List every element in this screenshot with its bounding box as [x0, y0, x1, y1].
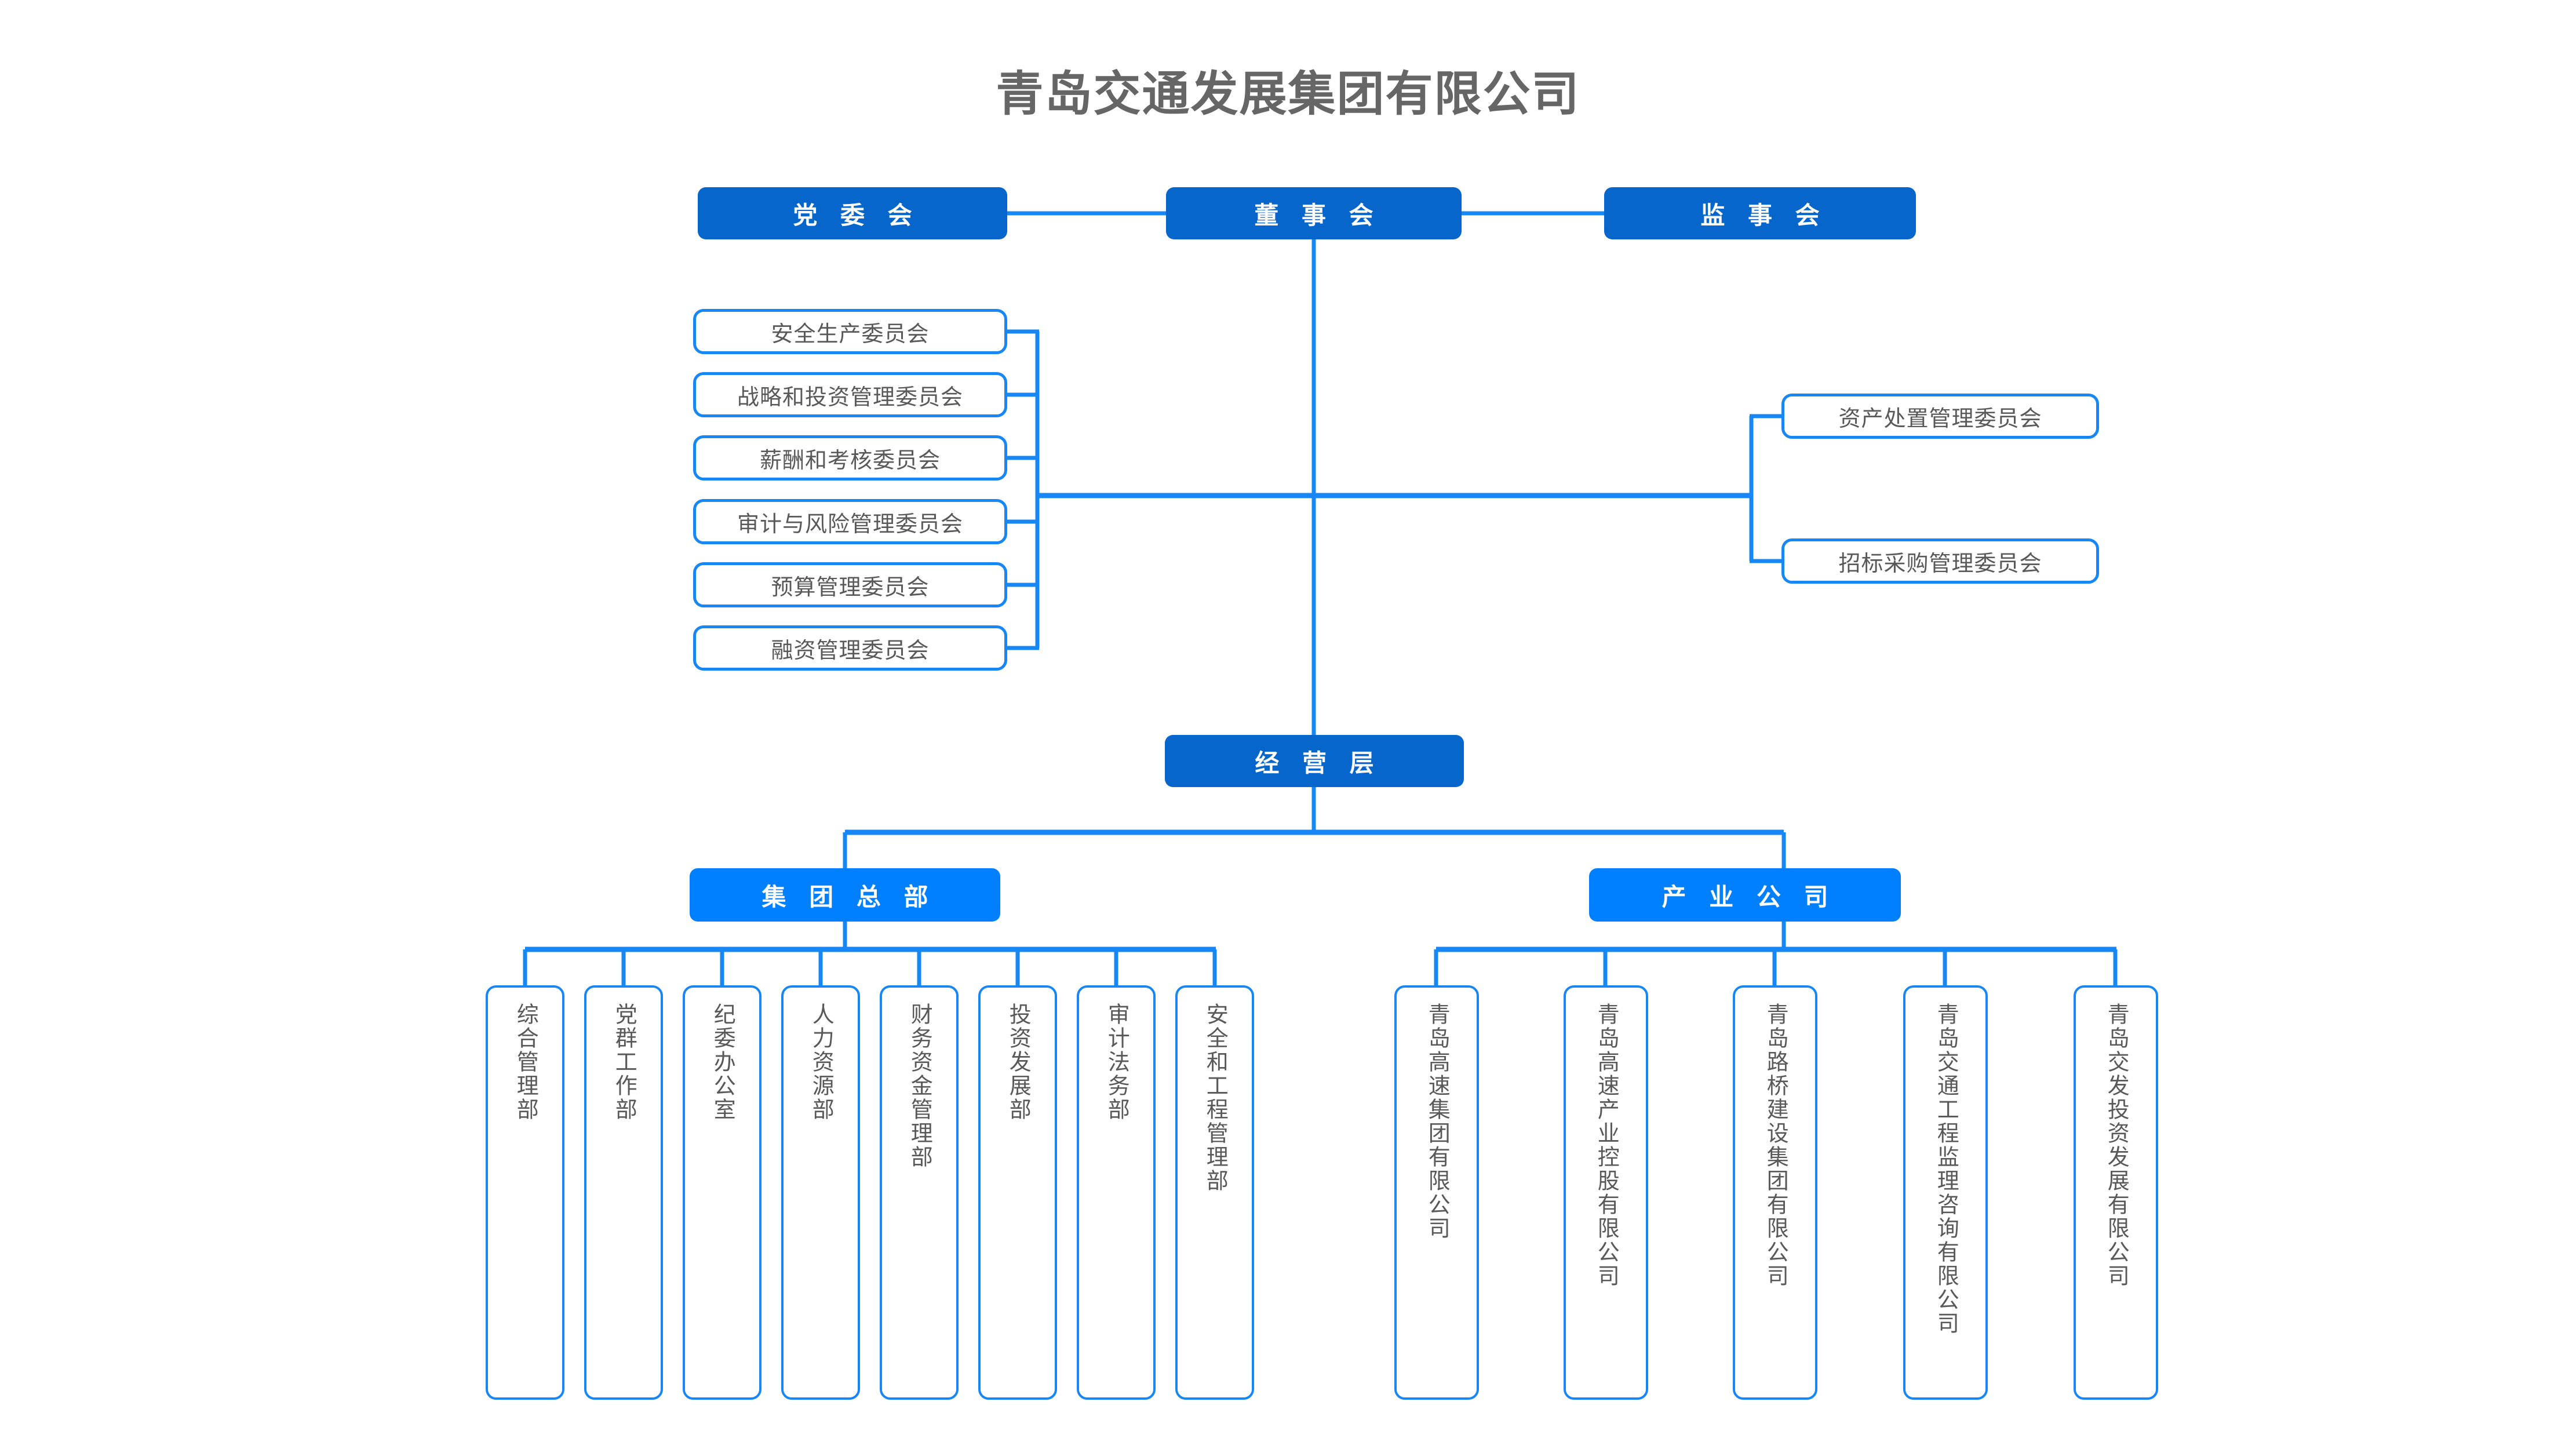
node-committee-tender-procurement[interactable]: 招标采购管理委员会 [1781, 538, 2099, 584]
node-label: 预算管理委员会 [771, 575, 930, 600]
node-group-headquarters[interactable]: 集 团 总 部 [690, 868, 1000, 922]
node-subsidiary-qingdao-expressway-industrial-holding[interactable]: 青岛高速产业控股有限公司 [1564, 985, 1648, 1400]
node-label: 融资管理委员会 [771, 638, 930, 663]
node-board-of-directors[interactable]: 董 事 会 [1166, 187, 1462, 239]
node-label: 审计法务部 [1104, 1003, 1129, 1122]
node-department-audit-legal[interactable]: 审计法务部 [1077, 985, 1156, 1400]
node-committee-strategy-investment[interactable]: 战略和投资管理委员会 [693, 372, 1007, 417]
node-label: 产 业 公 司 [1662, 883, 1837, 911]
node-committee-audit-risk[interactable]: 审计与风险管理委员会 [693, 499, 1007, 544]
node-label: 投资发展部 [1005, 1003, 1030, 1122]
node-department-human-resources[interactable]: 人力资源部 [781, 985, 860, 1400]
node-label: 纪委办公室 [710, 1003, 735, 1122]
node-label: 监 事 会 [1700, 201, 1828, 229]
node-department-discipline-inspection-office[interactable]: 纪委办公室 [683, 985, 761, 1400]
node-label: 党群工作部 [611, 1003, 636, 1122]
node-label: 青岛路桥建设集团有限公司 [1763, 1003, 1788, 1288]
node-label: 经 营 层 [1255, 749, 1382, 777]
node-subsidiary-qingdao-expressway-group[interactable]: 青岛高速集团有限公司 [1394, 985, 1479, 1400]
node-committee-budget[interactable]: 预算管理委员会 [693, 562, 1007, 607]
node-label: 财务资金管理部 [907, 1003, 932, 1169]
node-department-safety-engineering-management[interactable]: 安全和工程管理部 [1175, 985, 1254, 1400]
node-subsidiary-qingdao-road-bridge-construction-group[interactable]: 青岛路桥建设集团有限公司 [1733, 985, 1817, 1400]
page-title: 青岛交通发展集团有限公司 [996, 68, 1580, 121]
node-party-committee[interactable]: 党 委 会 [698, 187, 1007, 239]
node-management-layer[interactable]: 经 营 层 [1165, 735, 1464, 787]
node-label: 安全生产委员会 [771, 322, 930, 347]
node-subsidiary-qingdao-transport-engineering-supervision-consulting[interactable]: 青岛交通工程监理咨询有限公司 [1903, 985, 1988, 1400]
node-label: 招标采购管理委员会 [1838, 551, 2042, 576]
node-committee-compensation-appraisal[interactable]: 薪酬和考核委员会 [693, 435, 1007, 480]
node-committee-asset-disposal[interactable]: 资产处置管理委员会 [1781, 394, 2099, 439]
node-label: 安全和工程管理部 [1203, 1003, 1227, 1193]
node-label: 青岛交发投资发展有限公司 [2104, 1003, 2129, 1288]
node-industry-companies[interactable]: 产 业 公 司 [1589, 868, 1901, 922]
node-label: 董 事 会 [1254, 201, 1382, 229]
node-label: 集 团 总 部 [761, 883, 937, 911]
node-department-party-mass-work[interactable]: 党群工作部 [584, 985, 663, 1400]
node-department-finance-fund-management[interactable]: 财务资金管理部 [880, 985, 959, 1400]
node-label: 青岛交通工程监理咨询有限公司 [1933, 1003, 1958, 1335]
node-label: 党 委 会 [793, 201, 920, 229]
node-label: 战略和投资管理委员会 [737, 385, 963, 410]
node-committee-safety-production[interactable]: 安全生产委员会 [693, 309, 1007, 354]
node-subsidiary-qingdao-jiaofa-investment-development[interactable]: 青岛交发投资发展有限公司 [2074, 985, 2158, 1400]
node-label: 青岛高速集团有限公司 [1424, 1003, 1449, 1240]
node-board-of-supervisors[interactable]: 监 事 会 [1604, 187, 1916, 239]
node-department-investment-development[interactable]: 投资发展部 [978, 985, 1057, 1400]
node-label: 审计与风险管理委员会 [737, 512, 963, 537]
node-label: 薪酬和考核委员会 [759, 448, 941, 473]
node-label: 青岛高速产业控股有限公司 [1594, 1003, 1619, 1288]
node-label: 人力资源部 [808, 1003, 833, 1122]
node-label: 综合管理部 [513, 1003, 538, 1122]
node-label: 资产处置管理委员会 [1838, 406, 2042, 431]
node-department-general-management[interactable]: 综合管理部 [486, 985, 564, 1400]
node-committee-financing[interactable]: 融资管理委员会 [693, 625, 1007, 671]
